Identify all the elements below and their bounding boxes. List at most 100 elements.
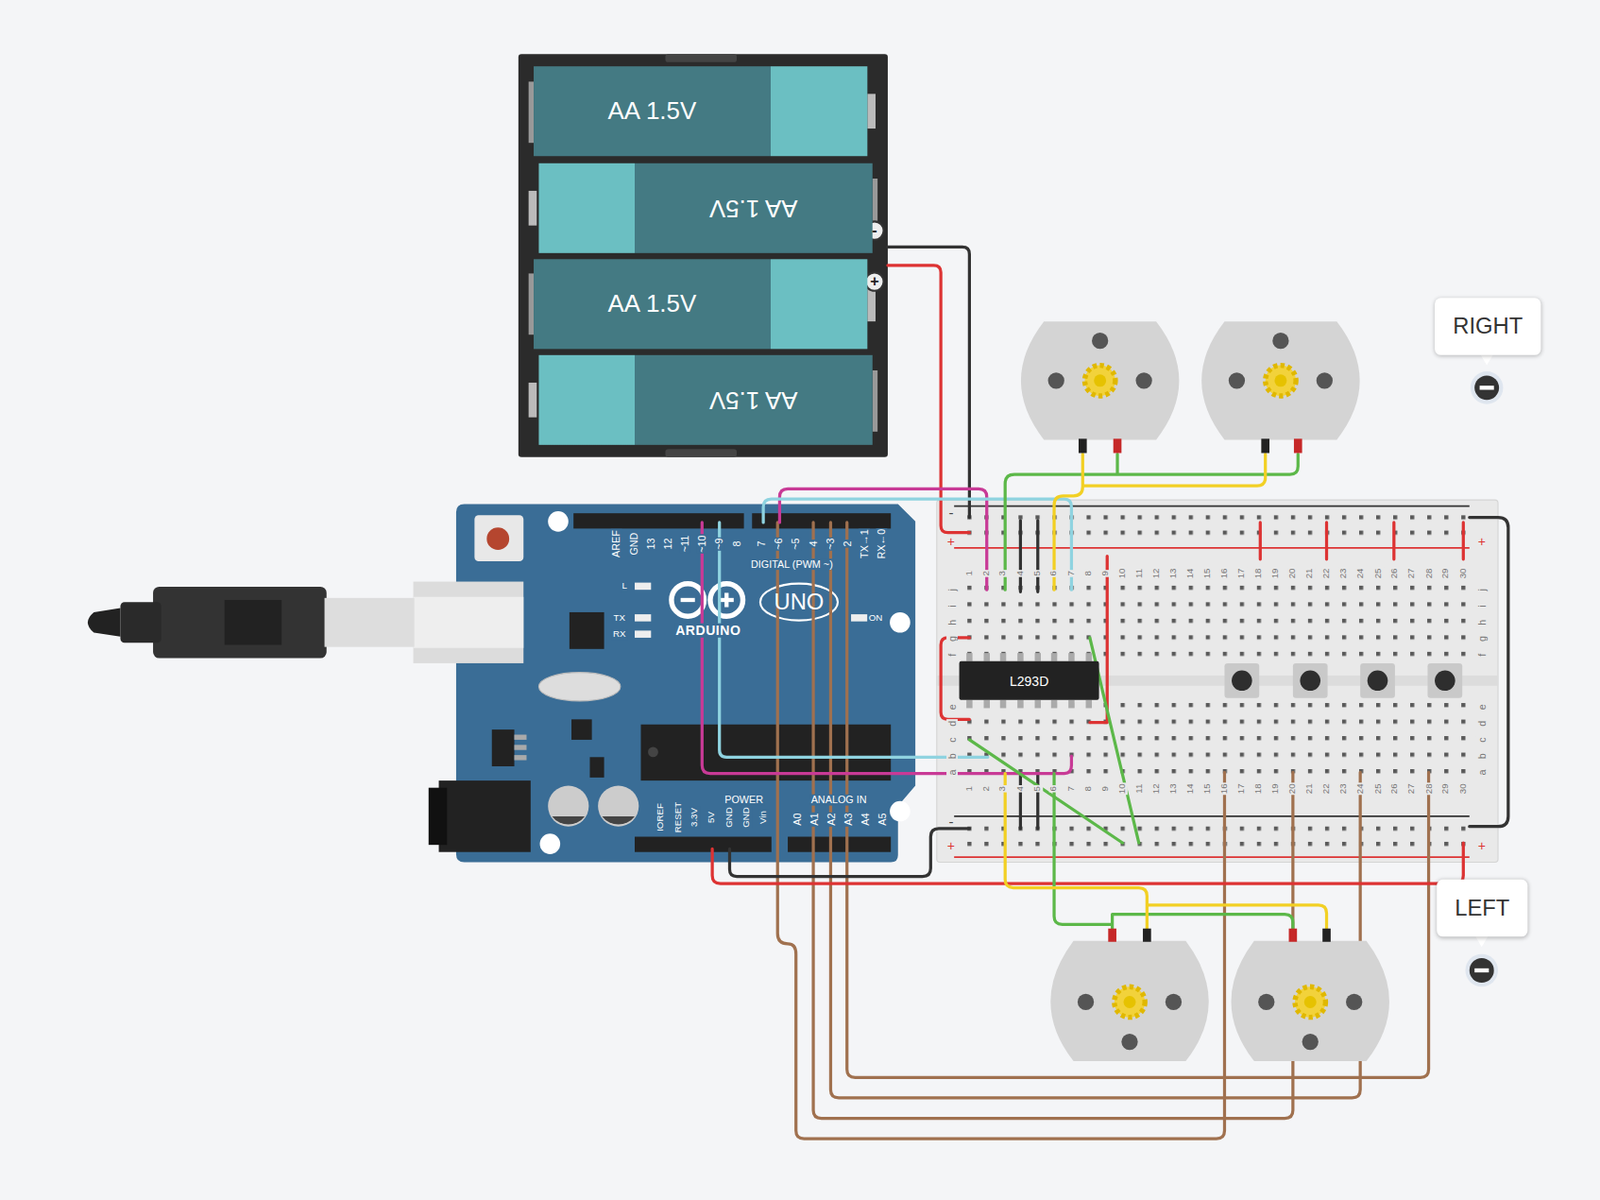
arduino-uno-board-part bbox=[514, 754, 528, 760]
row-letter: b bbox=[1476, 751, 1488, 760]
rail-sign: - bbox=[947, 814, 954, 831]
dc-motors-part bbox=[1345, 993, 1362, 1010]
breadboard-part bbox=[936, 499, 1498, 862]
callout-box: LEFT bbox=[1436, 879, 1528, 937]
column-number: 13 bbox=[1168, 566, 1179, 579]
dc-motors-part bbox=[1272, 332, 1289, 349]
wires-part bbox=[887, 265, 970, 533]
pin-label: A1 bbox=[808, 811, 820, 826]
arduino-uno-board-part bbox=[724, 592, 729, 607]
row-letter: j bbox=[946, 587, 958, 593]
column-number: 9 bbox=[1100, 569, 1111, 578]
l293d-pins-part bbox=[1051, 699, 1057, 709]
usb-cable-part bbox=[87, 608, 121, 637]
pin-label: A5 bbox=[877, 811, 889, 826]
pin-label: AREF bbox=[611, 528, 623, 559]
column-number: 14 bbox=[1185, 782, 1196, 795]
push-buttons-part bbox=[1427, 663, 1463, 698]
dc-motors-part bbox=[1294, 986, 1326, 1017]
rail-sign: + bbox=[1477, 534, 1487, 549]
column-number: 18 bbox=[1254, 566, 1265, 579]
dc-motors-part bbox=[1093, 374, 1107, 387]
callout-box-text: RIGHT bbox=[1452, 313, 1523, 341]
column-number: 2 bbox=[981, 784, 992, 793]
breadboard bbox=[936, 499, 1498, 862]
breadboard-part bbox=[965, 824, 1468, 855]
battery-pack-part bbox=[528, 190, 538, 226]
pin-label: ~11 bbox=[679, 534, 691, 554]
dc-motors-part bbox=[1322, 928, 1331, 942]
dc-motors-part bbox=[1316, 372, 1333, 389]
column-number: 24 bbox=[1356, 566, 1367, 579]
arduino-uno-board-part bbox=[413, 581, 525, 664]
column-number: 15 bbox=[1202, 782, 1213, 795]
dc-motors-part bbox=[1123, 995, 1137, 1008]
arduino-uno-board-part bbox=[751, 512, 891, 528]
column-number: 16 bbox=[1220, 782, 1231, 795]
battery-terminal-sign: + bbox=[869, 272, 879, 290]
push-buttons bbox=[1224, 663, 1463, 698]
wires-part bbox=[813, 522, 1294, 1119]
breadboard-part bbox=[953, 815, 1470, 818]
column-number: 24 bbox=[1356, 782, 1367, 795]
battery-pack-part bbox=[518, 53, 888, 458]
column-number: 26 bbox=[1390, 566, 1401, 579]
dc-motors-part bbox=[1084, 365, 1115, 396]
arduino-uno-board-part bbox=[889, 612, 911, 633]
push-buttons-part bbox=[1224, 663, 1260, 698]
pin-label: ~6 bbox=[772, 536, 784, 550]
push-buttons-part bbox=[1434, 669, 1456, 691]
battery-cell-text: AA 1.5V bbox=[709, 193, 799, 222]
column-number: 18 bbox=[1254, 782, 1265, 795]
dc-motors-part bbox=[1165, 993, 1182, 1010]
breadboard-part bbox=[965, 512, 1468, 544]
wires-part bbox=[887, 246, 970, 517]
header-label: DIGITAL (PWM ~) bbox=[749, 558, 835, 570]
battery-pack-part bbox=[664, 448, 737, 458]
pin-label: ~10 bbox=[696, 533, 708, 553]
arduino-uno-board-part bbox=[428, 787, 447, 845]
battery-pack-part bbox=[528, 382, 538, 418]
row-letter: h bbox=[1476, 618, 1488, 627]
rail-sign: + bbox=[946, 839, 956, 854]
led-label: ON bbox=[868, 612, 885, 624]
pin-label: ~9 bbox=[714, 536, 726, 550]
wires-part bbox=[1054, 454, 1266, 591]
header-label: ANALOG IN bbox=[810, 794, 869, 806]
pin-label: GND bbox=[724, 805, 735, 829]
usb-cable bbox=[87, 586, 415, 659]
column-number: 10 bbox=[1117, 782, 1128, 795]
column-number: 9 bbox=[1100, 784, 1111, 793]
pin-label: 3.3V bbox=[689, 806, 700, 828]
row-letter: g bbox=[1476, 634, 1488, 643]
battery-cell: AA 1.5V bbox=[533, 66, 868, 156]
dc-motors-part bbox=[1107, 928, 1117, 942]
pin-label: GND bbox=[628, 531, 640, 557]
dc-motors-part bbox=[1201, 321, 1360, 440]
column-number: 8 bbox=[1083, 569, 1094, 578]
arduino-uno-board-part bbox=[634, 613, 651, 622]
column-number: 23 bbox=[1339, 566, 1350, 579]
row-letter: c bbox=[1476, 735, 1488, 744]
dc-motors-part bbox=[1021, 321, 1179, 440]
usb-cable-part bbox=[224, 599, 283, 646]
column-number: 25 bbox=[1373, 566, 1384, 579]
column-number: 19 bbox=[1271, 566, 1282, 579]
column-number: 17 bbox=[1237, 782, 1248, 795]
battery-pack-part bbox=[867, 93, 876, 129]
arduino-uno-board-part bbox=[569, 612, 605, 649]
column-number: 15 bbox=[1202, 566, 1213, 579]
led-label: RX bbox=[612, 629, 628, 640]
column-number: 3 bbox=[998, 569, 1009, 578]
column-number: 6 bbox=[1049, 784, 1060, 793]
arduino-uno-board-part bbox=[571, 718, 593, 740]
battery-cell-text: AA 1.5V bbox=[709, 385, 799, 414]
l293d-pins-part bbox=[984, 652, 990, 662]
dc-motors-part bbox=[1304, 995, 1317, 1008]
dc-motors-part bbox=[1142, 928, 1152, 942]
wires-part bbox=[779, 488, 987, 590]
pin-label: 13 bbox=[645, 536, 657, 550]
battery-terminal-sign: - bbox=[871, 221, 877, 239]
push-buttons-part bbox=[1293, 663, 1328, 698]
battery-cell-text: AA 1.5V bbox=[608, 97, 698, 126]
